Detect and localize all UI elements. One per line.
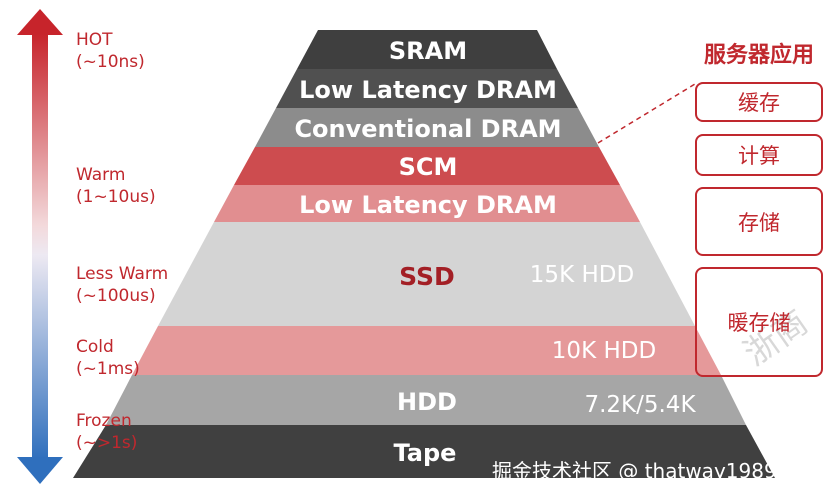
tier-label-sram: SRAM (389, 37, 467, 65)
server-app-label: 计算 (738, 144, 780, 168)
server-app-box-warm-storage: 暖存储 (695, 267, 823, 377)
temp-latency: (1~10us) (76, 187, 156, 207)
tier-label-scm: SCM (399, 153, 458, 181)
temp-label-hot: HOT (~10ns) (76, 29, 145, 73)
side-label-7-2k-5-4k: 7.2K/5.4K (584, 392, 696, 418)
pyramid (73, 30, 775, 478)
tier-scm (234, 147, 620, 185)
tier-sram (297, 30, 557, 69)
temp-latency: (~100us) (76, 286, 156, 306)
tier-label-conventional-dram: Conventional DRAM (294, 115, 561, 143)
tier-low-latency-dram-top (276, 69, 578, 108)
dashed-connector (597, 83, 696, 144)
arrow-shaft (32, 34, 48, 459)
temp-latency: (~10ns) (76, 52, 145, 72)
server-app-label: 存储 (738, 210, 780, 235)
side-label-10k-hdd: 10K HDD (552, 338, 656, 364)
tier-label-tape: Tape (394, 439, 457, 467)
temp-label-cold: Cold (~1ms) (76, 336, 140, 380)
temp-name: Less Warm (76, 264, 169, 284)
temp-name: Frozen (76, 411, 132, 431)
temp-name: Cold (76, 337, 114, 357)
tier-label-low-latency-dram-pink: Low Latency DRAM (299, 191, 557, 219)
temp-latency: (~>1s) (76, 433, 138, 453)
tier-label-ssd: SSD (399, 262, 455, 291)
temp-label-less-warm: Less Warm (~100us) (76, 263, 168, 307)
server-app-box-compute: 计算 (695, 134, 823, 176)
tier-10k-hdd (132, 326, 721, 375)
temperature-arrow (17, 9, 63, 484)
tier-low-latency-dram-pink (214, 185, 640, 222)
server-app-label: 暖存储 (727, 311, 791, 335)
side-label-15k-hdd: 15K HDD (530, 262, 634, 288)
tier-label-hdd: HDD (397, 388, 457, 416)
tier-ssd (158, 222, 695, 326)
arrow-head-up (17, 9, 63, 35)
server-apps-title: 服务器应用 (703, 43, 814, 68)
server-app-box-storage: 存储 (695, 187, 823, 256)
temp-label-frozen: Frozen (~>1s) (76, 410, 137, 454)
temp-name: Warm (76, 165, 126, 185)
tier-conventional-dram (255, 108, 599, 147)
server-app-box-cache: 缓存 (695, 82, 823, 122)
temp-name: HOT (76, 30, 113, 50)
temp-label-warm: Warm (1~10us) (76, 164, 156, 208)
tier-hdd (106, 375, 746, 425)
tier-tape (73, 425, 775, 478)
temp-latency: (~1ms) (76, 359, 140, 379)
tier-label-low-latency-dram-top: Low Latency DRAM (299, 76, 557, 104)
site-watermark: 掘金技术社区 @ thatway1989 (492, 459, 777, 483)
arrow-head-down (17, 457, 63, 484)
server-app-label: 缓存 (738, 91, 780, 115)
